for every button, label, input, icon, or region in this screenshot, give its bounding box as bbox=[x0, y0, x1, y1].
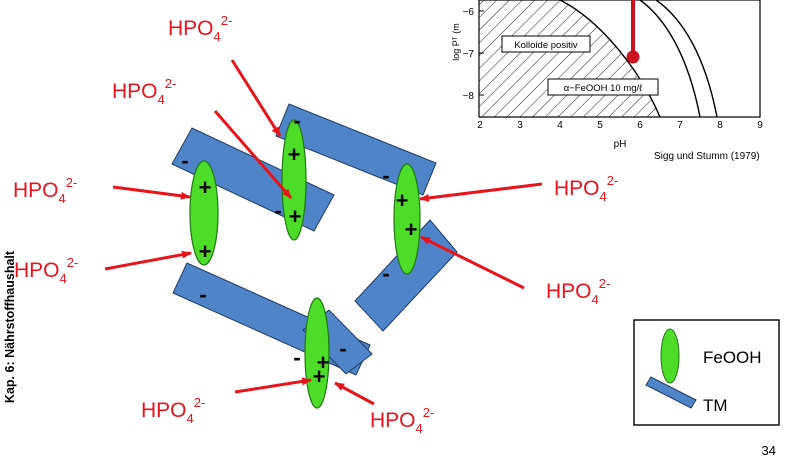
feooh-ellipse-left bbox=[189, 160, 219, 266]
arrow bbox=[234, 377, 312, 394]
phosphate-label: HPO42- bbox=[554, 173, 618, 204]
legend: FeOOH TM bbox=[633, 319, 780, 426]
minus-sign: - bbox=[199, 282, 206, 307]
plus-sign: + bbox=[396, 188, 409, 213]
legend-feooh-swatch bbox=[660, 328, 680, 384]
colloids-text: Kolloide positiv bbox=[514, 40, 578, 51]
y-tick-label: −7 bbox=[463, 49, 475, 60]
x-tick-label: 4 bbox=[557, 120, 563, 131]
arrow bbox=[230, 59, 282, 137]
plus-sign: + bbox=[313, 364, 326, 389]
plus-sign: + bbox=[289, 204, 302, 229]
minus-sign: - bbox=[181, 148, 188, 173]
minus-sign: - bbox=[293, 108, 300, 133]
feooh-particles bbox=[189, 119, 421, 409]
arrow bbox=[419, 182, 543, 202]
phosphate-label: HPO42- bbox=[112, 76, 176, 107]
x-tick-label: 7 bbox=[677, 120, 683, 131]
plus-sign: + bbox=[405, 217, 418, 242]
x-tick-label: 3 bbox=[517, 120, 523, 131]
charges: - + + - - + - + - + + - - + - + bbox=[181, 108, 417, 389]
arrow bbox=[213, 110, 293, 199]
arrow bbox=[334, 381, 375, 406]
boundary-curve-3 bbox=[655, 0, 718, 118]
phosphate-labels: HPO42- HPO42- HPO42- HPO42- HPO42- HPO42… bbox=[13, 13, 618, 436]
phosphate-label: HPO42- bbox=[370, 405, 434, 436]
arrows bbox=[104, 59, 543, 406]
boundary-curve-2 bbox=[639, 0, 701, 118]
phosphate-label: HPO42- bbox=[14, 255, 78, 286]
x-tick-label: 6 bbox=[637, 120, 643, 131]
inset-x-axis-label: pH bbox=[614, 139, 627, 150]
arrow bbox=[112, 185, 191, 200]
legend-tm-label: TM bbox=[703, 396, 728, 415]
tm-plate-top bbox=[275, 103, 437, 196]
phosphate-label: HPO42- bbox=[13, 175, 77, 206]
minus-sign: - bbox=[339, 336, 346, 361]
legend-box bbox=[633, 319, 780, 426]
y-tick-label: −8 bbox=[463, 91, 475, 102]
plus-sign: + bbox=[199, 175, 212, 200]
marker-dot bbox=[626, 50, 640, 64]
phosphate-label: HPO42- bbox=[168, 13, 232, 44]
feooh-ellipse-right bbox=[393, 163, 421, 275]
x-tick-label: 8 bbox=[717, 120, 723, 131]
page-number: 34 bbox=[761, 443, 776, 458]
feooh-box bbox=[547, 78, 659, 96]
citation-text: Sigg und Stumm (1979) bbox=[654, 151, 760, 162]
boundary-curve-1 bbox=[559, 0, 661, 118]
colloids-box bbox=[501, 35, 591, 53]
plus-sign: + bbox=[288, 142, 301, 167]
phosphate-label: HPO42- bbox=[546, 276, 610, 307]
minus-sign: - bbox=[293, 345, 300, 370]
minus-sign: - bbox=[274, 198, 281, 223]
minus-sign: - bbox=[382, 163, 389, 188]
feooh-box-text: α−FeOOH 10 mg/ℓ bbox=[564, 83, 643, 94]
plus-sign: + bbox=[317, 350, 330, 375]
plus-sign: + bbox=[199, 239, 212, 264]
arrow bbox=[104, 250, 192, 271]
feooh-ellipse-top bbox=[281, 119, 307, 241]
x-tick-label: 2 bbox=[477, 120, 483, 131]
arrow bbox=[420, 235, 525, 290]
y-tick-label: −6 bbox=[463, 7, 475, 18]
legend-feooh-label: FeOOH bbox=[703, 348, 762, 367]
inset-frame bbox=[478, 0, 761, 118]
chapter-side-label: Kap. 6: Nährstoffhaushalt bbox=[3, 250, 17, 404]
inset-chart: Kolloide positiv α−FeOOH 10 mg/ℓ −6 −7 −… bbox=[451, 0, 763, 162]
minus-sign: - bbox=[382, 261, 389, 286]
phosphate-label: HPO42- bbox=[141, 395, 205, 426]
inset-y-axis-label: log Pᵀ (m bbox=[451, 23, 461, 60]
x-tick-label: 5 bbox=[597, 120, 603, 131]
legend-tm-swatch bbox=[645, 376, 697, 409]
x-tick-label: 9 bbox=[757, 120, 763, 131]
